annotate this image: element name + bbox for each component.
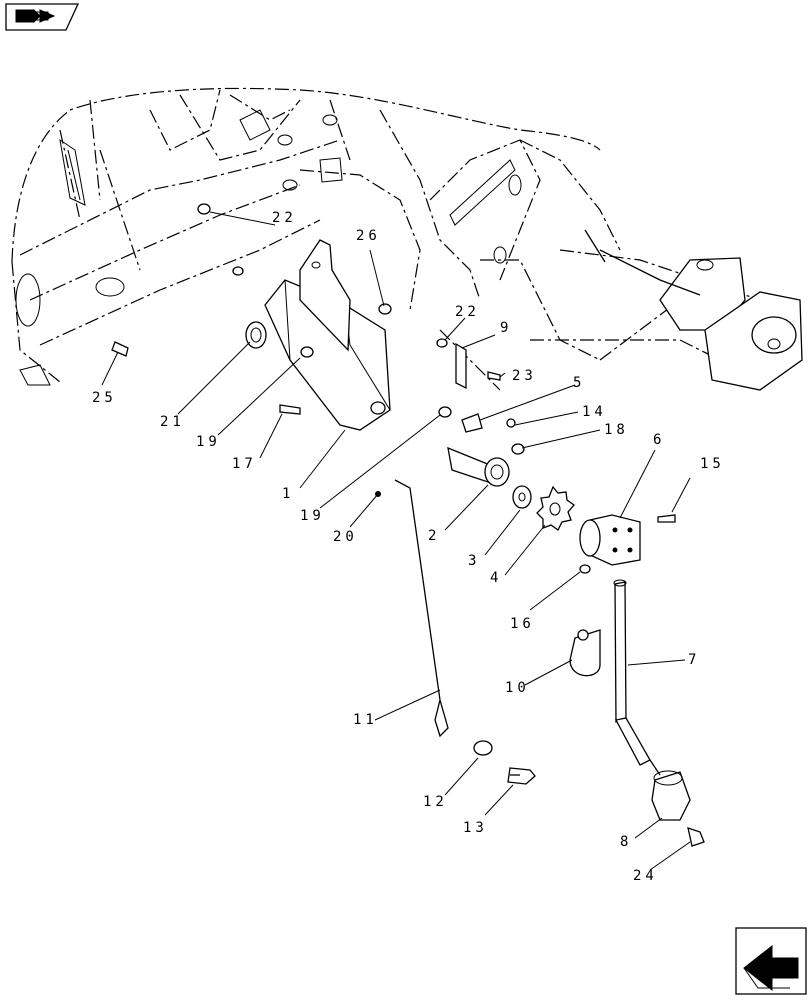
- drive-assembly: [447, 446, 641, 566]
- callout-15: 15: [700, 456, 725, 472]
- leader-lines: [101, 211, 691, 871]
- hitch-bracket: [584, 229, 803, 391]
- book-arrow-icon[interactable]: [5, 3, 80, 31]
- rod-part: [375, 479, 449, 738]
- frame-outline: [11, 87, 761, 391]
- callout-18: 18: [604, 422, 629, 438]
- callout-14: 14: [582, 404, 607, 420]
- callout-10: 10: [505, 680, 530, 696]
- callout-16: 16: [510, 616, 535, 632]
- callout-11: 11: [353, 712, 378, 728]
- frame-details: [15, 109, 522, 386]
- callout-23: 23: [512, 368, 537, 384]
- hardware-bottom: [473, 740, 705, 847]
- callout-labels: 1 2 3 4 5 6 7 8 9 10 11 12 13 14 15 16 1…: [92, 210, 725, 884]
- callout-22-mid: 22: [455, 304, 480, 320]
- callout-20: 20: [333, 529, 358, 545]
- callout-1: 1: [282, 486, 294, 502]
- callout-5: 5: [573, 375, 585, 391]
- callout-19-bottom: 19: [300, 508, 325, 524]
- callout-6: 6: [653, 432, 665, 448]
- callout-26: 26: [356, 228, 381, 244]
- callout-2: 2: [428, 528, 440, 544]
- callout-4: 4: [490, 570, 502, 586]
- callout-8: 8: [620, 834, 632, 850]
- callout-9: 9: [500, 320, 512, 336]
- callout-24: 24: [633, 868, 658, 884]
- callout-25: 25: [92, 390, 117, 406]
- fasteners: [111, 203, 676, 574]
- bracket-part: [264, 239, 391, 431]
- clip-part: [569, 629, 601, 677]
- callout-13: 13: [463, 820, 488, 836]
- lever-assembly: [613, 579, 691, 821]
- callout-7: 7: [688, 652, 700, 668]
- callout-22-top: 22: [272, 210, 297, 226]
- callout-12: 12: [423, 794, 448, 810]
- next-page-arrow-icon[interactable]: [735, 927, 807, 995]
- callout-19-left: 19: [196, 434, 221, 450]
- callout-21: 21: [160, 414, 185, 430]
- callout-17: 17: [232, 456, 257, 472]
- callout-3: 3: [468, 553, 480, 569]
